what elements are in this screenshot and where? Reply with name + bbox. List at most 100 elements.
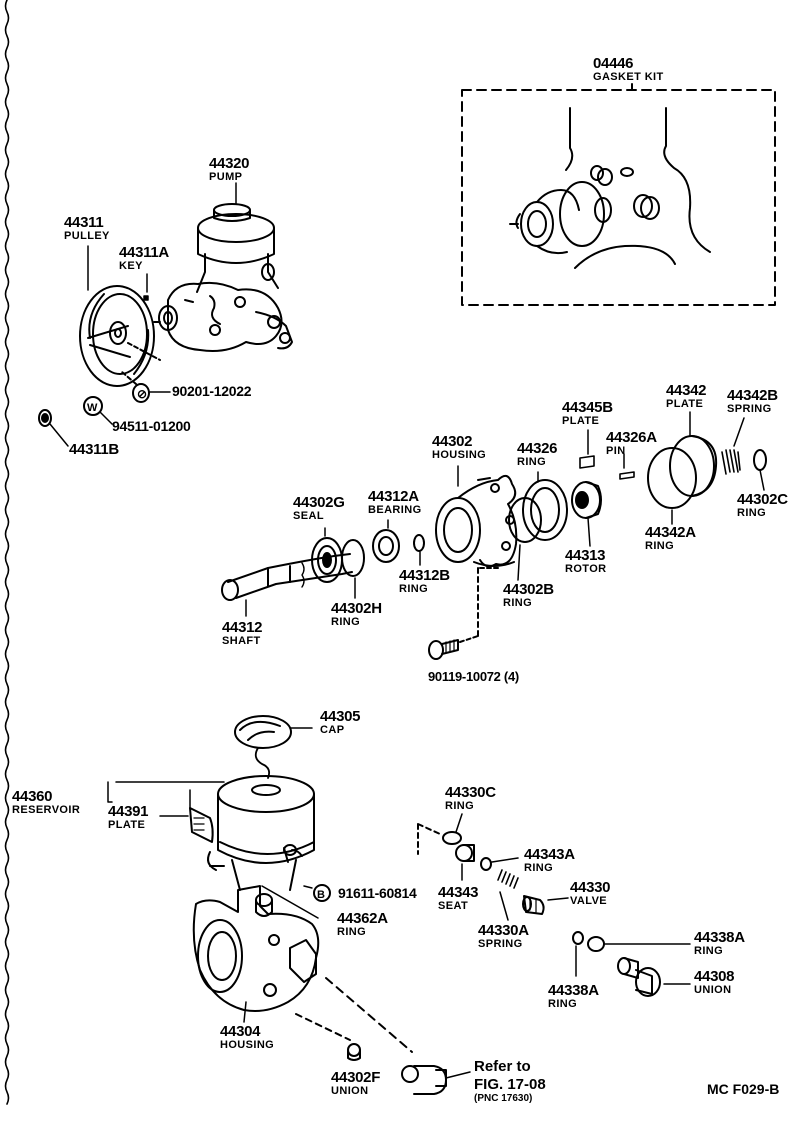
part-number: 44302B bbox=[503, 581, 554, 598]
shaft-illustration[interactable] bbox=[221, 553, 353, 617]
label-union-44308[interactable]: 44308 UNION bbox=[694, 969, 735, 996]
part-number: 04446 bbox=[593, 55, 634, 72]
label-ring-44302h[interactable]: 44302H RING bbox=[331, 601, 382, 628]
label-plate-44345b[interactable]: 44345B PLATE bbox=[562, 400, 613, 427]
label-seal[interactable]: 44302G SEAL bbox=[293, 495, 345, 522]
refer-to-figure-link[interactable]: Refer to FIG. 17-08 (PNC 17630) bbox=[474, 1059, 546, 1104]
label-key[interactable]: 44311A KEY bbox=[119, 245, 169, 272]
label-ring-44312b[interactable]: 44312B RING bbox=[399, 568, 450, 595]
part-number: 91611-60814 bbox=[338, 885, 417, 901]
part-name: RING bbox=[399, 583, 429, 595]
label-front-housing[interactable]: 44302 HOUSING bbox=[432, 434, 486, 461]
label-bolt-90119[interactable]: 90119-10072 (4) bbox=[428, 670, 519, 683]
label-ring-44326[interactable]: 44326 RING bbox=[517, 441, 558, 468]
label-rear-housing[interactable]: 44304 HOUSING bbox=[220, 1024, 274, 1051]
pulley-nut-illustration[interactable] bbox=[38, 409, 69, 447]
label-washer[interactable]: 94511-01200 bbox=[112, 419, 191, 433]
label-cap[interactable]: 44305 CAP bbox=[320, 708, 361, 736]
part-number: 44305 bbox=[320, 708, 361, 725]
label-gasket-kit[interactable]: 04446 GASKET KIT bbox=[593, 56, 664, 83]
rear-housing-illustration[interactable] bbox=[192, 885, 413, 1053]
part-number: 44313 bbox=[565, 547, 606, 564]
part-name: RESERVOIR bbox=[12, 804, 81, 816]
refer-line1: Refer to bbox=[474, 1058, 531, 1075]
refer-line3: (PNC 17630) bbox=[474, 1093, 533, 1104]
part-name: RING bbox=[517, 456, 547, 468]
part-number: 44342B bbox=[727, 387, 778, 404]
ring-44342a-illustration bbox=[647, 447, 697, 509]
reservoir-illustration[interactable] bbox=[107, 775, 315, 891]
bolt-90119-illustration[interactable] bbox=[428, 635, 479, 660]
label-plate-44342[interactable]: 44342 PLATE bbox=[666, 383, 707, 410]
washer-illustration[interactable]: W bbox=[83, 396, 113, 425]
part-number: 44345B bbox=[562, 399, 613, 416]
label-shaft[interactable]: 44312 SHAFT bbox=[222, 619, 263, 647]
part-name: SPRING bbox=[478, 938, 523, 950]
part-number: 44302F bbox=[331, 1069, 381, 1086]
union-44302f-illustration[interactable] bbox=[347, 1043, 361, 1061]
nut-illustration[interactable]: ⊘ bbox=[121, 371, 171, 403]
pump-illustration[interactable] bbox=[153, 203, 293, 352]
label-pulley[interactable]: 44311 PULLEY bbox=[64, 215, 110, 242]
part-number: 44320 bbox=[209, 155, 250, 172]
label-ring-44343a[interactable]: 44343A RING bbox=[524, 847, 575, 874]
union-refer-illustration[interactable] bbox=[401, 1065, 471, 1095]
part-number: 44312 bbox=[222, 619, 263, 636]
part-number: 44362A bbox=[337, 910, 388, 927]
part-name: PLATE bbox=[666, 398, 704, 410]
label-spring-44330a[interactable]: 44330A SPRING bbox=[478, 923, 529, 950]
bearing-illustration[interactable] bbox=[372, 519, 400, 563]
label-union-44302f[interactable]: 44302F UNION bbox=[331, 1070, 380, 1097]
label-ring-44302b[interactable]: 44302B RING bbox=[503, 582, 554, 609]
label-reservoir[interactable]: 44360 RESERVOIR bbox=[12, 789, 80, 816]
part-name: SEAL bbox=[293, 510, 324, 522]
label-ring-44338a-upper[interactable]: 44338A RING bbox=[694, 930, 745, 957]
part-name: PLATE bbox=[108, 819, 146, 831]
pin-illustration bbox=[619, 471, 635, 480]
part-name: UNION bbox=[694, 984, 732, 996]
bolt-91611-illustration[interactable]: B bbox=[303, 884, 331, 902]
part-number: 44338A bbox=[694, 929, 745, 946]
part-name: RING bbox=[645, 540, 675, 552]
label-pump[interactable]: 44320 PUMP bbox=[209, 155, 250, 183]
part-number: 44343 bbox=[438, 884, 479, 901]
plate-44345b-illustration bbox=[579, 455, 595, 469]
part-name: RING bbox=[737, 507, 767, 519]
cap-illustration[interactable] bbox=[234, 715, 313, 779]
part-number: 44302 bbox=[432, 433, 473, 450]
part-name: PIN bbox=[606, 445, 626, 457]
gasket-kit-box[interactable] bbox=[461, 83, 776, 306]
part-name: UNION bbox=[331, 1085, 369, 1097]
valve-illustration[interactable] bbox=[522, 895, 569, 915]
label-pin[interactable]: 44326A PIN bbox=[606, 430, 657, 457]
part-number: 44338A bbox=[548, 982, 599, 999]
label-ring-44362a[interactable]: 44362A RING bbox=[337, 911, 388, 938]
rotor-illustration[interactable] bbox=[571, 481, 602, 547]
spring-44330a-illustration[interactable] bbox=[497, 869, 519, 921]
label-nut[interactable]: 90201-12022 bbox=[172, 384, 252, 398]
plate-44342-illustration[interactable] bbox=[669, 411, 718, 497]
pulley-illustration[interactable] bbox=[79, 285, 161, 387]
spring-44342b-illustration[interactable] bbox=[721, 417, 745, 475]
label-rotor[interactable]: 44313 ROTOR bbox=[565, 548, 607, 575]
seat-illustration[interactable] bbox=[455, 844, 475, 881]
valve-group-dashed-line bbox=[417, 823, 441, 855]
label-reservoir-plate[interactable]: 44391 PLATE bbox=[108, 804, 149, 831]
label-seat[interactable]: 44343 SEAT bbox=[438, 884, 479, 912]
label-ring-44330c[interactable]: 44330C RING bbox=[445, 785, 496, 812]
label-valve[interactable]: 44330 VALVE bbox=[570, 880, 611, 907]
front-housing-illustration[interactable] bbox=[435, 465, 518, 637]
label-spring-44342b[interactable]: 44342B SPRING bbox=[727, 388, 778, 415]
label-ring-44302c[interactable]: 44302C RING bbox=[737, 492, 788, 519]
label-pulley-nut[interactable]: 44311B bbox=[69, 442, 119, 457]
label-bearing[interactable]: 44312A BEARING bbox=[368, 489, 422, 516]
label-bolt-91611[interactable]: 91611-60814 bbox=[338, 885, 417, 901]
ring-44326-illustration[interactable] bbox=[522, 471, 568, 541]
reservoir-plate-illustration[interactable] bbox=[159, 789, 214, 843]
union-44308-illustration[interactable] bbox=[617, 957, 691, 997]
label-ring-44338a-lower[interactable]: 44338A RING bbox=[548, 983, 599, 1010]
part-name: ROTOR bbox=[565, 563, 607, 575]
label-ring-44342a[interactable]: 44342A RING bbox=[645, 525, 696, 552]
